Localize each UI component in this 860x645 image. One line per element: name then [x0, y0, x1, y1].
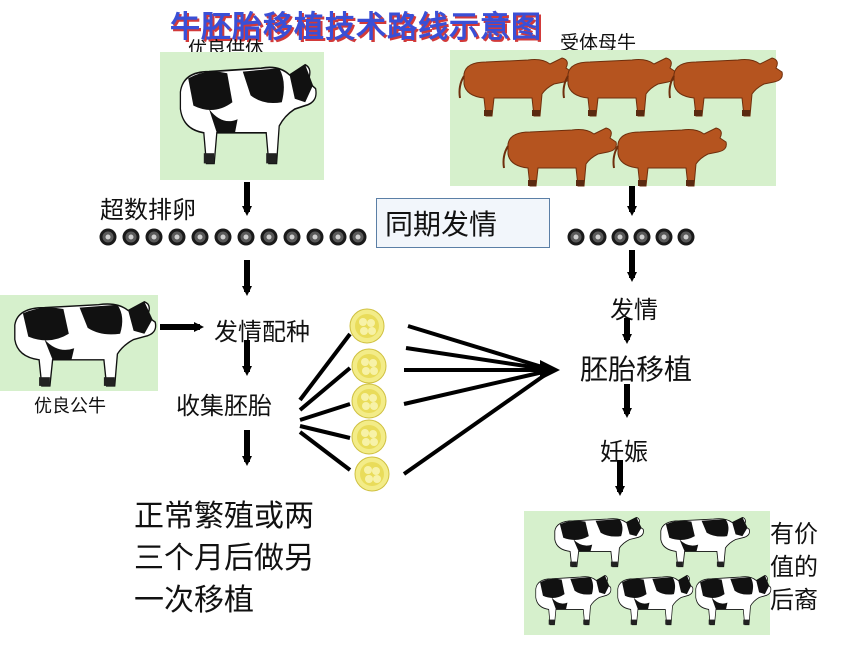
note-line: 三个月后做另: [134, 541, 314, 576]
note-line: 一次移植: [134, 583, 254, 618]
embryo-group: [349, 308, 390, 492]
superovulation-label: 超数排卵: [100, 196, 196, 224]
estrus-mating-label: 发情配种: [214, 318, 310, 346]
embryo-fan-lines: [298, 332, 352, 472]
offspring-line: 后裔: [770, 586, 818, 614]
estrus-label: 发情: [610, 296, 658, 324]
diagram-title: 牛胚胎移植技术路线示意图: [170, 10, 542, 45]
note-text: 正常繁殖或两 三个月后做另 一次移植: [134, 496, 314, 622]
offspring-line: 有价: [770, 520, 818, 548]
offspring-label: 有价 值的 后裔: [770, 518, 818, 617]
transfer-arrowhead: [540, 360, 560, 380]
bull-label: 优良公牛: [34, 396, 106, 417]
note-line: 正常繁殖或两: [134, 499, 314, 534]
synchronization-box: 同期发情: [376, 198, 550, 248]
egg-row-right: [567, 228, 695, 246]
synchronization-label: 同期发情: [385, 208, 498, 241]
collect-embryo-label: 收集胚胎: [176, 392, 272, 420]
offspring-line: 值的: [770, 553, 818, 581]
embryo-transfer-label: 胚胎移植: [580, 353, 693, 386]
egg-row-left: [99, 228, 367, 246]
transfer-lines: [402, 324, 554, 476]
flow-arrows: [160, 182, 637, 496]
pregnancy-label: 妊娠: [600, 438, 648, 466]
recipient-label: 受体母牛: [560, 32, 637, 54]
